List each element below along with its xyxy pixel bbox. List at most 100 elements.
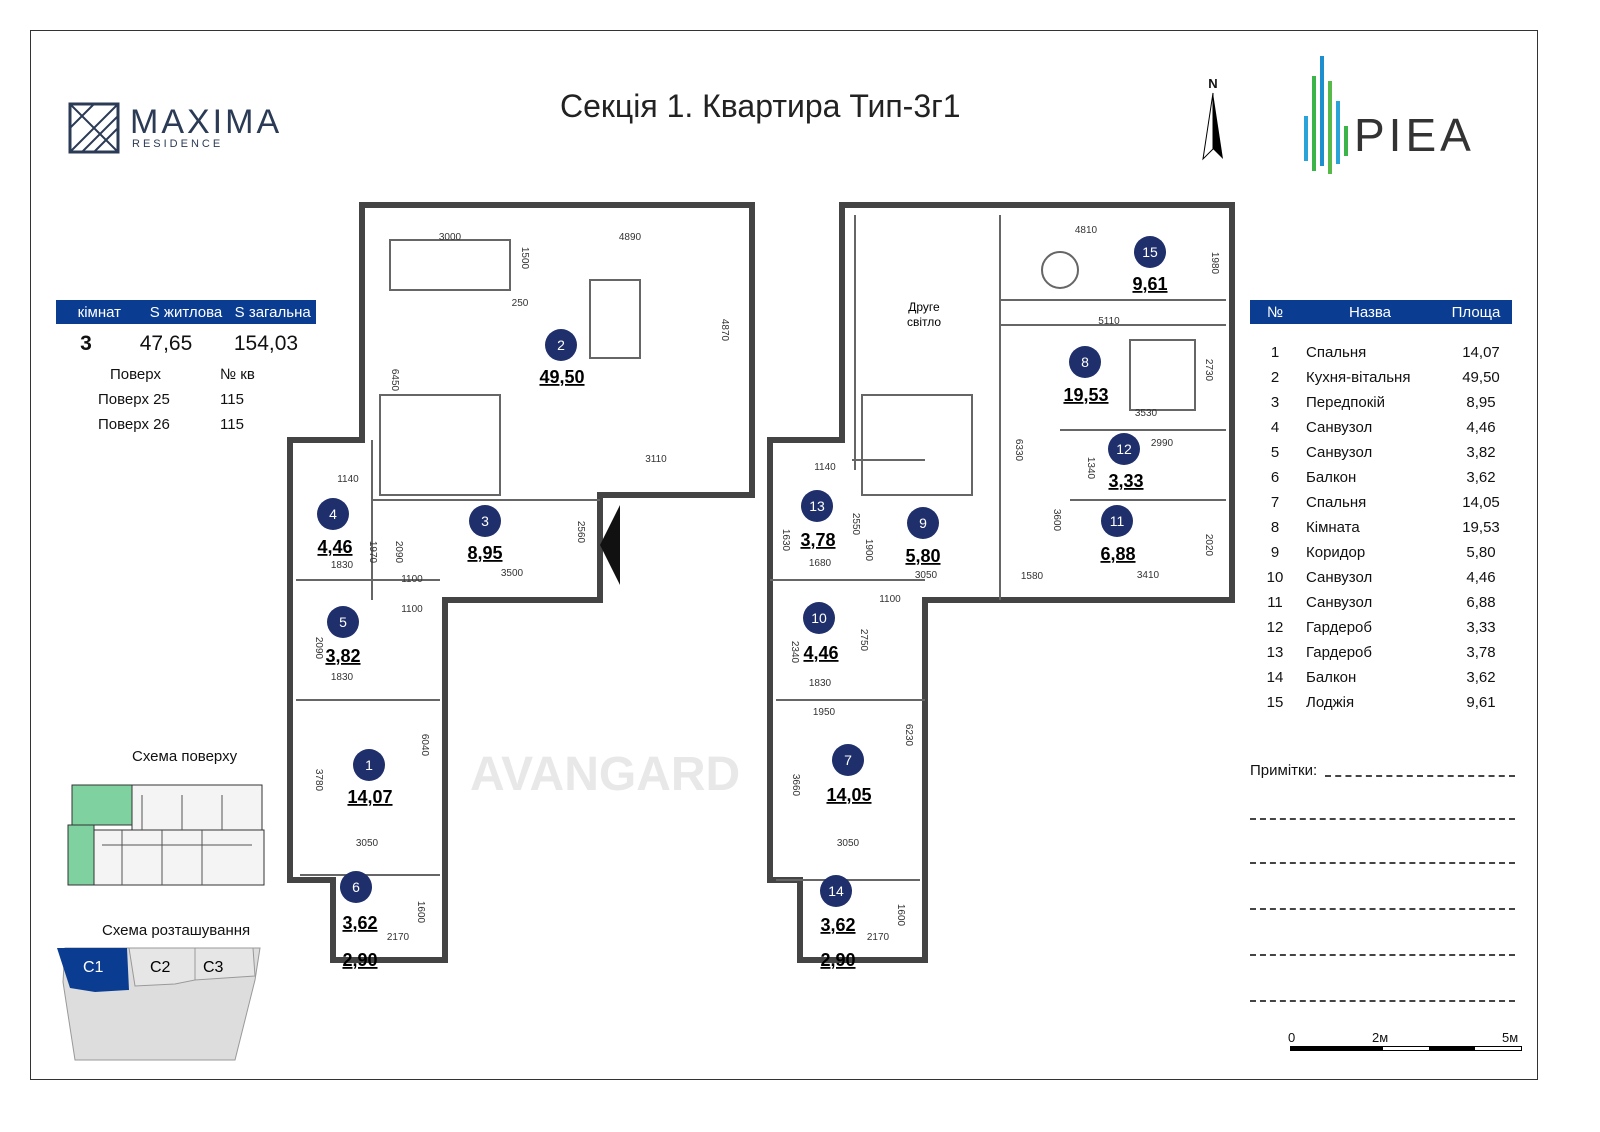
room-name: Спальня (1306, 494, 1367, 511)
room-number-circle (327, 606, 359, 638)
dimension-label: 6450 (389, 369, 400, 392)
dimension-label: 3110 (645, 454, 667, 465)
dimension-label: 1600 (415, 901, 426, 924)
room-name: Спальня (1306, 344, 1367, 361)
room-badge-13: 133,78 (800, 490, 836, 550)
room-name: Санвузол (1306, 419, 1373, 436)
notes-line (1250, 1000, 1515, 1002)
dimension-label: 3780 (313, 769, 324, 792)
room-number: 14 (828, 883, 844, 899)
dimension-label: 1500 (519, 247, 530, 270)
notes-line (1325, 775, 1515, 777)
room-badge-9: 95,80 (905, 507, 941, 566)
room-area: 49,50 (539, 367, 584, 387)
dimension-label: 3530 (1135, 408, 1158, 419)
room-row: 11 Санвузол 6,88 (1250, 590, 1512, 615)
room-number-circle (907, 507, 939, 539)
room-number: 3 (481, 513, 489, 529)
dimension-label: 4890 (619, 232, 642, 243)
room-badge-4: 44,46 (317, 498, 353, 557)
dimension-label: 1830 (809, 678, 832, 689)
piea-logo: PIEA (1300, 56, 1475, 174)
room-number: 11 (1110, 513, 1125, 529)
room-badge-15: 159,61 (1132, 236, 1168, 294)
dimension-label: 3600 (1051, 509, 1062, 532)
room-badge-5: 53,82 (325, 606, 361, 666)
room-number-circle (820, 875, 852, 907)
room-name: Балкон (1306, 469, 1357, 486)
room-area: 5,80 (905, 546, 940, 566)
dimension-label: 2730 (1203, 359, 1214, 382)
room-number: 13 (1266, 644, 1284, 661)
page-title: Секція 1. Квартира Тип-3г1 (560, 88, 961, 124)
dimension-label: 1950 (813, 707, 836, 718)
dimension-label: 1140 (814, 462, 836, 473)
room-number-circle (803, 602, 835, 634)
room-name: Гардероб (1306, 619, 1372, 636)
room-area: 3,82 (325, 646, 360, 666)
watermark: AVANGARD (470, 748, 740, 801)
dimension-label: 2750 (858, 629, 869, 652)
room-number: 7 (1270, 494, 1280, 511)
room-badge-1: 114,07 (347, 749, 393, 807)
room-name: Санвузол (1306, 594, 1373, 611)
room-number-circle (469, 505, 501, 537)
room-number: 11 (1267, 594, 1283, 611)
room-number: 6 (1270, 469, 1280, 486)
scale-bar: 0 2м 5м (1288, 1030, 1522, 1056)
location-scheme-map: C1 C2 C3 (57, 947, 261, 1061)
dimension-label: 1580 (1021, 571, 1044, 582)
piea-logo-icon (1304, 56, 1348, 174)
room-badge-7: 714,05 (826, 744, 872, 805)
dimension-label: 4870 (719, 319, 730, 342)
room-name: Санвузол (1306, 569, 1373, 586)
dimension-label: 6040 (419, 734, 430, 757)
dimension-label: 4810 (1075, 225, 1098, 236)
dimension-label: 3500 (501, 568, 524, 579)
room-number: 2 (557, 337, 565, 353)
dimension-label: 250 (512, 298, 529, 309)
dimension-label: 1140 (337, 474, 359, 485)
room-area: 14,07 (347, 787, 392, 807)
room-area: 3,78 (800, 530, 835, 550)
room-name: Санвузол (1306, 444, 1373, 461)
room-number: 4 (329, 506, 337, 522)
room-number: 12 (1116, 441, 1132, 457)
dimension-label: 2990 (1151, 438, 1174, 449)
dimension-label: 2170 (387, 932, 410, 943)
north-arrow-icon (1202, 92, 1223, 161)
dimension-label: 1340 (1085, 457, 1096, 480)
dimension-label: 3000 (439, 232, 462, 243)
room-number: 3 (1270, 394, 1280, 411)
notes-label: Примітки: (1250, 762, 1318, 779)
room-number: 5 (1270, 444, 1280, 461)
room-area: 6,88 (1466, 594, 1496, 611)
floor-scheme-map (67, 784, 265, 886)
notes-line (1250, 908, 1515, 910)
balcony-alt-area: 2,90 (342, 950, 377, 970)
room-number: 5 (339, 614, 347, 630)
section-c2: C2 (150, 959, 171, 976)
dimension-label: 3050 (837, 838, 860, 849)
dimension-label: 1900 (863, 539, 874, 562)
room-number: 12 (1266, 619, 1284, 636)
dimension-label: 2560 (575, 521, 586, 544)
room-number-circle (1069, 346, 1101, 378)
room-area: 14,07 (1462, 344, 1500, 361)
room-area: 19,53 (1063, 385, 1108, 405)
room-area: 4,46 (317, 537, 352, 557)
room-number: 8 (1270, 519, 1280, 536)
room-area: 19,53 (1462, 519, 1500, 536)
location-scheme-label: Схема розташування (102, 922, 251, 939)
